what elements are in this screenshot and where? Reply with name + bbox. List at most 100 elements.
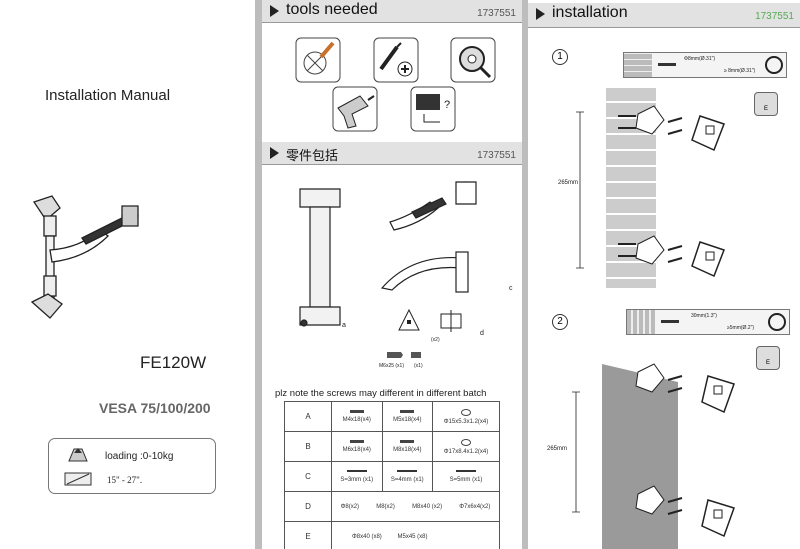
- item-label: M5x45 (x8): [397, 533, 428, 540]
- installation-page: installation 1737551 1 Φ8mm(Ø.31") ≥ 8mm…: [528, 0, 800, 549]
- arm-drawing: [389, 181, 477, 231]
- item-cell: Φ17x8.4x1.2(x4): [432, 431, 500, 462]
- table-row: C S=3mm (x1) S=4mm (x1) S=5mm (x1): [284, 461, 500, 492]
- monitor-question-icon: ?: [410, 86, 456, 132]
- cover-page: Installation Manual FE120W VESA 75/100/2…: [0, 0, 255, 549]
- item-cell: S=4mm (x1): [381, 461, 434, 492]
- badge-e-1: E: [754, 92, 778, 116]
- item-cell: M4x18(x4): [331, 401, 383, 432]
- row-key: B: [284, 431, 332, 462]
- arrow-icon: [270, 147, 279, 159]
- screw-icon: [349, 440, 364, 443]
- screw-icon: [400, 410, 415, 413]
- item-label: S=4mm (x1): [390, 477, 424, 483]
- hex-key-icon: [456, 470, 477, 472]
- tape-measure-icon: [768, 313, 786, 331]
- table-row: E Φ8x40 (x8) M5x45 (x8): [284, 521, 500, 549]
- drill-bit-icon: [658, 63, 676, 66]
- step-1-number: 1: [557, 51, 563, 62]
- wall-mount-diagram-1: [576, 88, 725, 288]
- drill-bit-icon: [661, 320, 679, 323]
- step-1-marker: 1: [552, 49, 568, 65]
- table-row: B M6x18(x4) M8x18(x4) Φ17x8.4x1.2(x4): [284, 431, 500, 462]
- screen-size-range: 15" - 27".: [107, 475, 143, 485]
- parts-code: 1737551: [477, 150, 516, 161]
- screen-size-icon: [64, 472, 92, 486]
- tools-title: tools needed: [286, 1, 378, 18]
- tools-code: 1737551: [477, 8, 516, 19]
- table-row: D Φ8(x2) M8(x2) M8x40 (x2) Φ7x6x4(x2): [284, 491, 500, 522]
- hex-key-icon: [397, 470, 418, 472]
- item-label: M6x18(x4): [342, 447, 371, 453]
- drill-diameter-1: Φ8mm(Ø.31"): [684, 56, 716, 62]
- item-label: M8(x2): [376, 503, 395, 510]
- drill-depth-2: ≥5mm(Ø.2"): [727, 325, 755, 331]
- washer-icon: [461, 408, 472, 416]
- wall-mount-diagram-2: [572, 363, 735, 549]
- pole-drawing: [299, 188, 341, 327]
- step-2-number: 2: [557, 316, 563, 327]
- item-label: Φ15x5.3x1.2(x4): [443, 418, 489, 425]
- tape-measure-icon: [450, 37, 496, 83]
- part-label-a: a: [342, 322, 346, 329]
- row-key: A: [284, 401, 332, 432]
- tools-parts-page: tools needed 1737551 ? 零件包括 1737551: [262, 0, 522, 549]
- table-row: A M4x18(x4) M5x18(x4) Φ15x5.3x1.2(x4): [284, 401, 500, 432]
- item-label: M8x18(x4): [393, 447, 422, 453]
- item-cell: M6x18(x4): [331, 431, 383, 462]
- item-label: M4x18(x4): [342, 417, 371, 423]
- item-label: Φ8x40 (x8): [352, 533, 382, 540]
- item-label: Φ17x8.4x1.2(x4): [443, 448, 489, 455]
- item-cell: S=5mm (x1): [432, 461, 500, 492]
- monitor-arm-illustration: [30, 195, 139, 319]
- item-cell: M8x18(x4): [381, 431, 434, 462]
- row-key: C: [284, 461, 332, 492]
- manual-heading: Installation Manual: [45, 87, 171, 104]
- item-label: Φ7x6x4(x2): [459, 503, 491, 510]
- item-cell: Φ8(x2) M8(x2) M8x40 (x2) Φ7x6x4(x2): [331, 491, 500, 522]
- parts-header: 零件包括 1737551: [262, 142, 522, 165]
- item-cell: Φ8x40 (x8) M5x45 (x8): [331, 521, 500, 549]
- row-key: E: [284, 521, 332, 549]
- drill-diameter-2: 30mm(1.3"): [691, 313, 717, 319]
- parts-title: 零件包括: [286, 148, 339, 163]
- step-2-marker: 2: [552, 314, 568, 330]
- drill-bit-icon: [295, 37, 341, 83]
- spec-box: loading :0-10kg 15" - 27".: [48, 438, 216, 494]
- part-label-c: c: [509, 285, 513, 292]
- tape-measure-icon: [765, 56, 783, 74]
- screw-drawing: [387, 352, 421, 358]
- screwdriver-icon: [373, 37, 419, 83]
- arrow-icon: [536, 8, 545, 20]
- installation-title: installation: [552, 4, 628, 21]
- drill-depth-1: ≥ 8mm(Ø.31"): [724, 68, 756, 74]
- screw-icon: [349, 410, 364, 413]
- item-cell: M5x18(x4): [381, 401, 434, 432]
- row-key: D: [284, 491, 332, 522]
- arrow-icon: [270, 5, 279, 17]
- badge-e-2: E: [756, 346, 780, 370]
- item-label: Φ8(x2): [340, 503, 360, 510]
- weight-icon: [68, 448, 88, 462]
- item-label: M8x40 (x2): [412, 503, 443, 510]
- part-m6x25: M6x25 (x1): [379, 363, 405, 369]
- part-qty-x2: (x2): [431, 337, 440, 343]
- vesa-spec: VESA 75/100/200: [99, 400, 211, 416]
- power-drill-icon: [332, 86, 378, 132]
- wood-swatch: [627, 310, 655, 334]
- installation-header: installation 1737551: [528, 3, 800, 28]
- washer-icon: [461, 438, 472, 446]
- item-label: S=5mm (x1): [449, 477, 483, 483]
- dimension-1: 265mm: [558, 180, 579, 186]
- part-qty-x1: (x1): [414, 363, 423, 369]
- badge-e-label: E: [765, 360, 770, 366]
- badge-e-label: E: [763, 106, 768, 112]
- loading-capacity: loading :0-10kg: [105, 451, 174, 462]
- tool-strip-1: Φ8mm(Ø.31") ≥ 8mm(Ø.31"): [623, 52, 787, 78]
- item-cell: S=3mm (x1): [331, 461, 383, 492]
- bracket-plate-drawing: [398, 308, 462, 332]
- dimension-2: 265mm: [547, 446, 568, 452]
- tools-header: tools needed 1737551: [262, 0, 522, 23]
- svg-text:?: ?: [444, 99, 450, 111]
- tool-strip-2: 30mm(1.3") ≥5mm(Ø.2"): [626, 309, 790, 335]
